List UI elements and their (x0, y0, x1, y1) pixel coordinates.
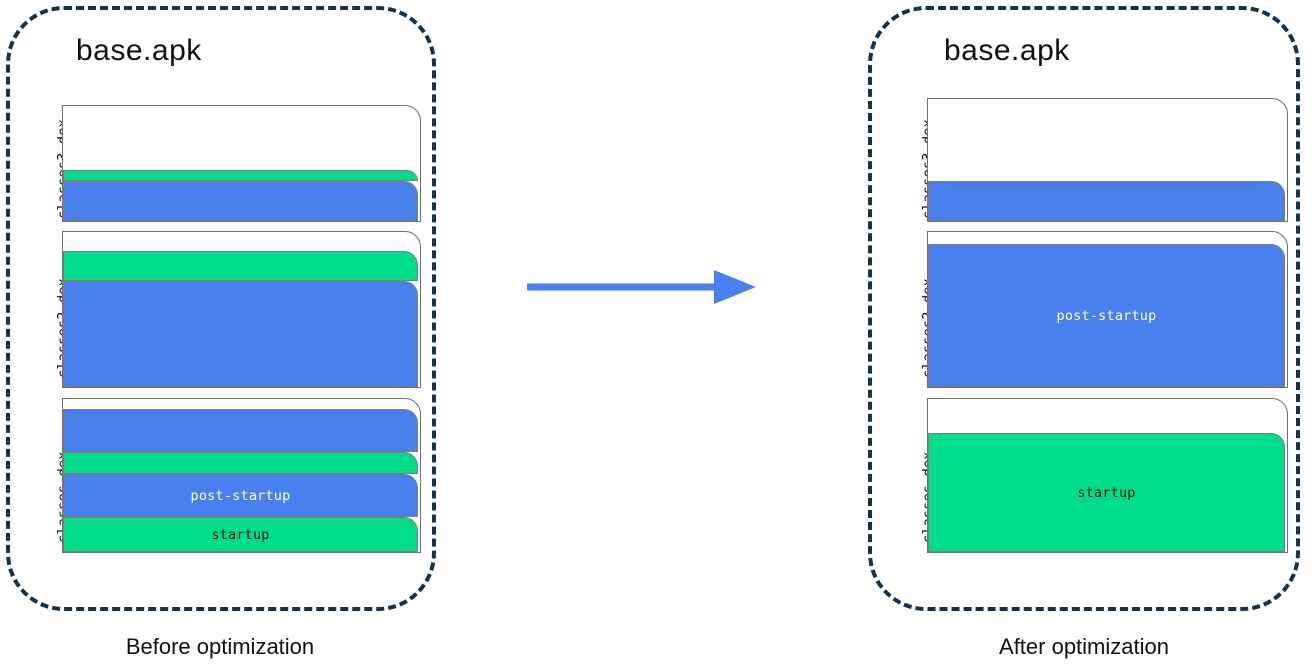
dex-box-classes-before: post-startup startup (62, 398, 421, 553)
band-blue-post-startup: post-startup (928, 244, 1285, 387)
band-green-startup: startup (928, 433, 1285, 552)
caption-before: Before optimization (125, 634, 315, 659)
dex-box-classes3-before (62, 105, 421, 222)
dex-box-classes2-after: post-startup (927, 231, 1288, 388)
band-green (63, 170, 418, 181)
dex-box-classes2-before (62, 231, 421, 388)
band-blue (63, 181, 418, 221)
band-blue-post-startup: post-startup (63, 474, 418, 517)
arrow-right-icon (527, 270, 756, 304)
band-blue (63, 409, 418, 452)
band-blue (63, 281, 418, 387)
band-green (63, 251, 418, 281)
dex-box-classes-after: startup (927, 398, 1288, 553)
caption-after: After optimization (999, 634, 1169, 659)
apk-title-after: base.apk (944, 34, 1070, 67)
band-green-startup: startup (63, 517, 418, 552)
apk-title-before: base.apk (76, 34, 202, 67)
dex-box-classes3-after (927, 98, 1288, 222)
transition-arrow (518, 262, 768, 312)
band-green (63, 452, 418, 474)
band-blue (928, 181, 1285, 221)
